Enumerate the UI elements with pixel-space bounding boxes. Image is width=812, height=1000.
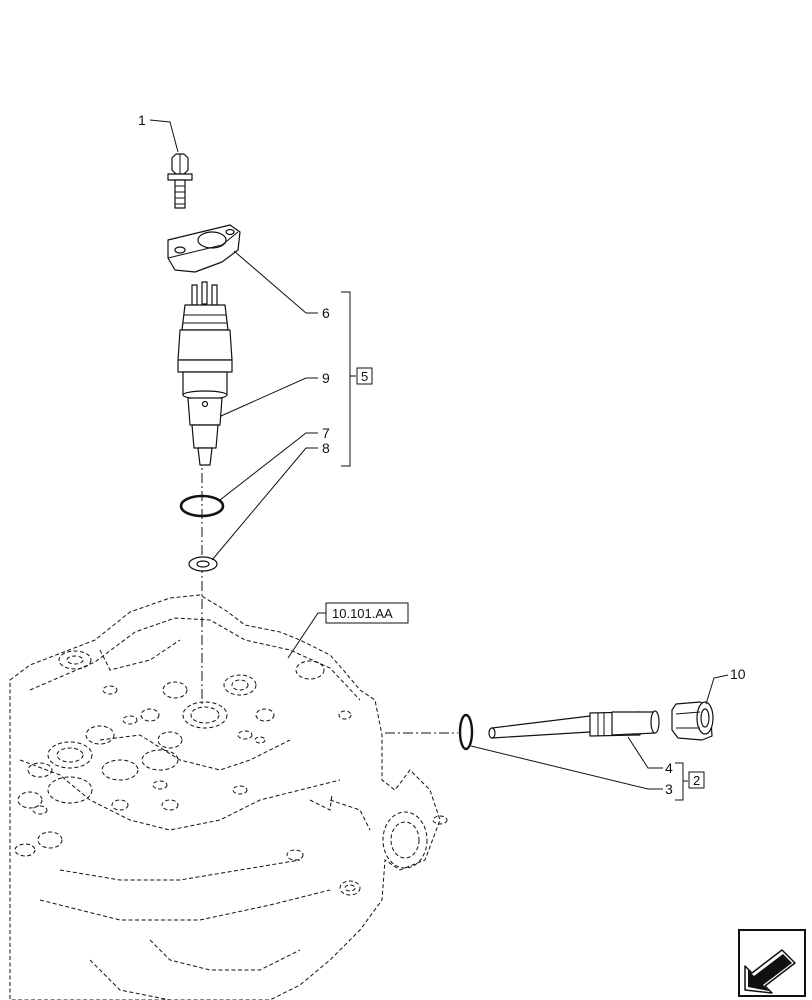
group-box-5 xyxy=(356,367,373,385)
reference-label[interactable]: 10.101.AA xyxy=(332,606,393,621)
group-bracket-5 xyxy=(341,291,356,467)
callout-4: 4 xyxy=(665,760,673,776)
callout-10: 10 xyxy=(730,666,746,682)
leader-1 xyxy=(149,119,179,153)
leader-ref xyxy=(287,612,326,659)
callout-3: 3 xyxy=(665,781,673,797)
reference-link[interactable]: 10.101.AA xyxy=(325,602,409,624)
leader-3 xyxy=(470,745,663,790)
callout-8: 8 xyxy=(322,440,330,456)
clamp-part xyxy=(167,224,241,273)
callout-6: 6 xyxy=(322,305,330,321)
group-box-2 xyxy=(688,771,705,789)
leader-10 xyxy=(705,674,729,705)
nut-part xyxy=(671,701,714,741)
o-ring-part xyxy=(179,494,225,518)
leader-9 xyxy=(220,377,318,417)
injector-part xyxy=(177,281,233,466)
arrow-nav-icon[interactable] xyxy=(738,929,806,997)
connector-pipe-part xyxy=(488,710,660,739)
leader-4 xyxy=(627,736,663,769)
group-bracket-2 xyxy=(675,762,688,801)
callout-7: 7 xyxy=(322,425,330,441)
group-label-2: 2 xyxy=(693,773,700,788)
bolt-part xyxy=(167,153,193,209)
leader-8 xyxy=(211,447,318,561)
cylinder-head xyxy=(9,594,448,1000)
callout-9: 9 xyxy=(322,370,330,386)
reference-box[interactable] xyxy=(325,602,409,624)
group-label-5: 5 xyxy=(361,369,368,384)
leader-6 xyxy=(233,250,318,314)
leader-7 xyxy=(219,432,318,501)
callout-1: 1 xyxy=(138,112,146,128)
washer-part xyxy=(188,556,218,572)
pipe-o-ring-part xyxy=(458,713,474,751)
